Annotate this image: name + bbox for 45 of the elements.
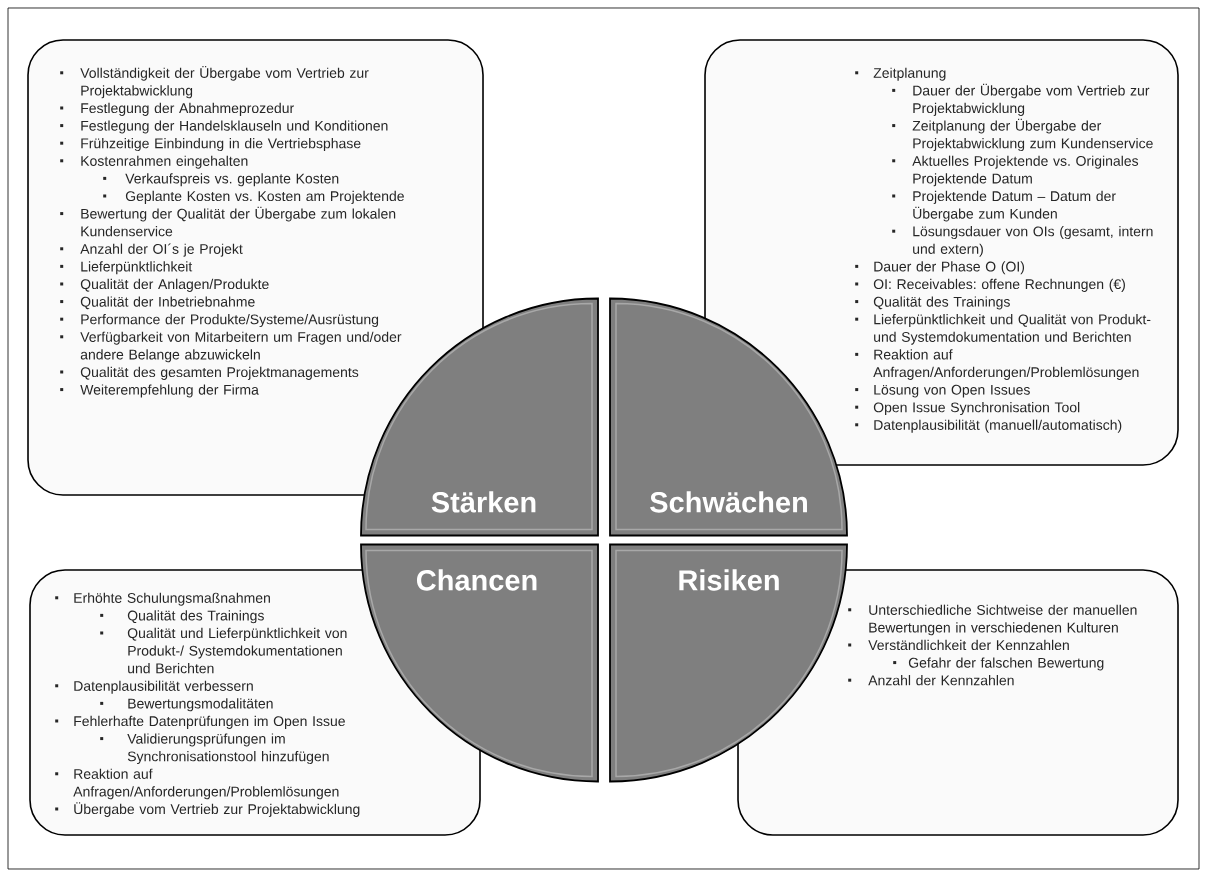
bullet-item: Festlegung der Abnahmeprozedur: [60, 102, 294, 116]
bullet-item: Open Issue Synchronisation Tool: [855, 402, 1080, 416]
bullet-item: Lösungsdauer von OIs (gesamt, intern und extern): [892, 226, 1153, 257]
bullet-item: OI: Receivables: offene Rechnungen (€): [855, 278, 1125, 292]
bullet-item: Anzahl der OI´s je Projekt: [60, 243, 243, 257]
bullet-item: Qualität und Lieferpünktlichkeit von Produkt-/ Systemdokumentationen und Berichten: [100, 627, 347, 674]
bullet-item: Kostenrahmen eingehalten: [60, 155, 248, 169]
bullet-item: Lösung von Open Issues: [855, 384, 1030, 398]
bullet-item: Reaktion auf Anfragen/Anforderungen/Problemlösungen: [855, 349, 1139, 380]
bullet-item: Dauer der Übergabe vom Vertrieb zur Projektabwicklung: [892, 83, 1150, 116]
text-box: [704, 39, 1179, 466]
bullet-item: Bewertungsmodalitäten: [100, 698, 273, 712]
bullet-item: Weiterempfehlung der Firma: [60, 384, 259, 398]
quadrant-segment: Schwächen: [609, 297, 848, 537]
bullet-item: Lieferpünktlichkeit und Qualität von Produkt- und Systemdokumentation und Berichten: [855, 314, 1151, 345]
bullet-item: Fehlerhafte Datenprüfungen im Open Issue: [55, 715, 345, 729]
bullet-item: Qualität der Inbetriebnahme: [60, 296, 255, 310]
bullet-item: Frühzeitige Einbindung in die Vertriebsphase: [60, 138, 361, 152]
bullet-item: Validierungsprüfungen im Synchronisationstool hinzufügen: [100, 733, 329, 765]
bullet-item: Datenplausibilität (manuell/automatisch): [855, 419, 1122, 433]
bullet-item: Qualität des Trainings: [855, 296, 1010, 310]
bullet-item: Übergabe vom Vertrieb zur Projektabwicklung: [55, 802, 360, 817]
bullet-item: Qualität des gesamten Projektmanagements: [60, 366, 359, 380]
quadrant-segment: Chancen: [360, 543, 599, 783]
bullet-item: Gefahr der falschen Bewertung: [893, 657, 1104, 671]
bullet-item: Projektende Datum – Datum der Übergabe zum Kunden: [892, 190, 1116, 222]
bullet-item: Festlegung der Handelsklauseln und Konditionen: [60, 120, 388, 134]
bullet-item: Vollständigkeit der Übergabe vom Vertrieb zur Projektabwicklung: [60, 66, 369, 99]
bullet-item: Zeitplanung: [855, 67, 946, 81]
bullet-item: Unterschiedliche Sichtweise der manuellen Bewertungen in verschiedenen Kulturen: [848, 604, 1137, 636]
bullet-item: Geplante Kosten vs. Kosten am Projektende: [103, 190, 404, 204]
bullet-item: Datenplausibilität verbessern: [55, 680, 253, 694]
bullet-item: Erhöhte Schulungsmaßnahmen: [55, 592, 270, 606]
bullet-item: Anzahl der Kennzahlen: [848, 675, 1014, 686]
bullet-item: Reaktion auf Anfragen/Anforderungen/Problemlösungen: [55, 768, 339, 800]
bullet-item: Qualität des Trainings: [100, 610, 264, 624]
bullet-item: Aktuelles Projektende vs. Originales Projektende Datum: [892, 155, 1139, 187]
bullet-item: Dauer der Phase O (OI): [855, 261, 1025, 275]
bullet-item: Lieferpünktlichkeit: [60, 261, 193, 275]
bullet-item: Bewertung der Qualität der Übergabe zum lokalen Kundenservice: [60, 206, 396, 237]
bullet-item: Zeitplanung der Übergabe der Projektabwicklung zum Kundenservice: [892, 118, 1153, 152]
bullet-item: Verständlichkeit der Kennzahlen: [848, 639, 1069, 651]
quadrant-segment: Risiken: [609, 543, 848, 783]
bullet-item: Qualität der Anlagen/Produkte: [60, 278, 269, 292]
bullet-item: Verkaufspreis vs. geplante Kosten: [103, 173, 339, 187]
